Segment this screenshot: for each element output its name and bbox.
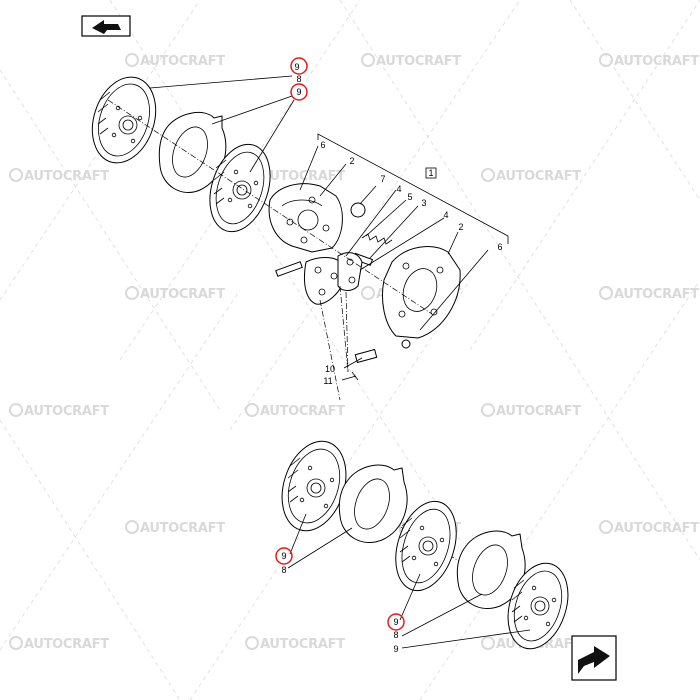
leader-lines [149,75,531,649]
watermark: AUTOCRAFT [125,286,226,302]
link-plate [303,257,345,305]
watermark-text: AUTOCRAFT [24,169,109,184]
nav-forward-button[interactable] [571,635,617,681]
callout-9-top: 9 [294,62,299,72]
callout-9-bottom-2: 9 [393,617,398,627]
watermark: AUTOCRAFT [481,403,582,419]
callout-6-second: 6 [497,242,502,252]
callout-5: 5 [407,192,412,202]
friction-disc-top-1 [91,76,157,164]
steel-ball [350,202,366,218]
watermark-text: AUTOCRAFT [496,169,581,184]
highlight-ring [387,613,405,631]
watermark: AUTOCRAFT [599,53,700,69]
highlight-ring [290,83,308,101]
watermark-text: AUTOCRAFT [24,637,109,652]
callout-6: 6 [320,140,325,150]
watermark: AUTOCRAFT [599,520,700,536]
watermark: AUTOCRAFT [9,403,110,419]
link-plate-pair [337,252,363,291]
callout-9-top-2: 9 [296,87,301,97]
watermark: AUTOCRAFT [361,53,462,69]
arrow-forward-icon [578,646,610,674]
assembly-bracket [317,133,509,244]
watermark: AUTOCRAFT [599,286,700,302]
watermark: AUTOCRAFT [125,520,226,536]
callout-2-second: 2 [458,222,463,232]
watermark: AUTOCRAFT [9,636,110,652]
watermark: AUTOCRAFT [245,636,346,652]
brake-housing-upper [268,183,343,253]
clevis-pin [351,348,378,381]
callout-4-second: 4 [443,210,448,220]
steel-plate-bottom-1 [338,464,408,544]
stud [275,261,303,277]
friction-disc-top-2 [209,143,271,233]
watermark-text: AUTOCRAFT [24,404,109,419]
friction-disc-bottom-3 [507,562,569,650]
callout-11: 11 [323,376,332,386]
watermark-text: AUTOCRAFT [140,521,225,536]
watermark-text: AUTOCRAFT [260,169,345,184]
watermark: AUTOCRAFT [125,53,226,69]
highlight-ring [275,547,293,565]
watermark-text: AUTOCRAFT [260,637,345,652]
friction-disc-bottom-2 [395,500,457,592]
brake-housing-lower [382,246,461,349]
callout-10: 10 [325,364,335,374]
watermark: AUTOCRAFT [481,168,582,184]
watermark-text: AUTOCRAFT [260,404,345,419]
callout-8-bottom: 8 [281,565,286,575]
nav-back-button[interactable] [81,15,131,37]
return-spring [361,233,393,245]
callout-9-bottom: 9 [281,551,286,561]
callout-3: 3 [421,198,426,208]
friction-disc-bottom-1 [281,440,347,532]
callout-8-top: 8 [296,74,301,84]
watermark-text: AUTOCRAFT [614,521,699,536]
callout-2: 2 [349,156,354,166]
callout-4: 4 [396,184,401,194]
steel-plate-bottom-2 [456,530,526,610]
callout-1: 1 [428,168,433,178]
watermark-text: AUTOCRAFT [614,287,699,302]
watermark-text: AUTOCRAFT [614,54,699,69]
watermark: AUTOCRAFT [245,403,346,419]
watermark-text: AUTOCRAFT [140,287,225,302]
callouts: 9 8 9 1 6 2 7 4 5 3 4 2 6 10 11 9 8 9 8 … [275,57,503,654]
steel-plate-top [158,111,227,193]
callout-8-bottom-2: 8 [393,630,398,640]
assembly-label-box [425,167,437,179]
callout-7: 7 [380,174,385,184]
arrow-back-icon [92,20,121,34]
highlight-ring [290,57,308,75]
watermark-text: AUTOCRAFT [496,404,581,419]
watermark: AUTOCRAFT [9,168,110,184]
watermark-text: AUTOCRAFT [140,54,225,69]
watermark-text: AUTOCRAFT [376,54,461,69]
callout-9-bottom-3: 9 [393,644,398,654]
